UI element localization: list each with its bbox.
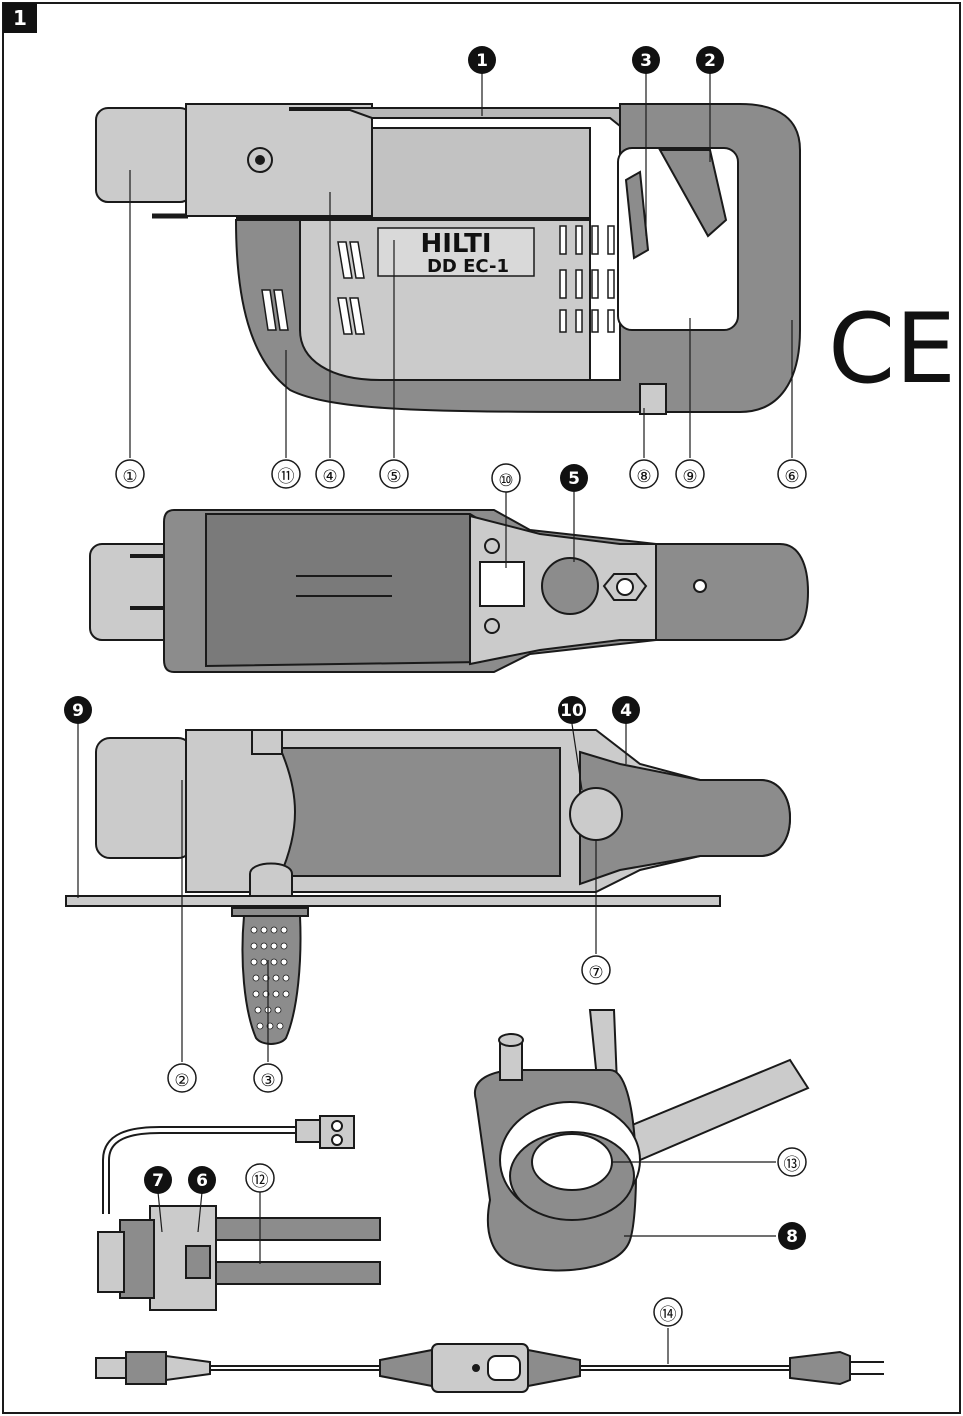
- callout-c5: ⑤: [386, 467, 401, 487]
- callout-c3: ③: [260, 1071, 275, 1091]
- base-plate: [65, 895, 721, 907]
- ce-mark: CE: [828, 293, 956, 405]
- model-name: DD EC-1: [427, 256, 509, 277]
- callout-c6: ⑥: [784, 467, 799, 487]
- figure-number: 1: [13, 6, 27, 30]
- side-handle-grip-dots: [250, 926, 290, 1030]
- callout-f9: 9: [72, 701, 84, 721]
- logo-plate: [377, 227, 535, 277]
- callout-f7: 7: [152, 1171, 164, 1191]
- callout-c2: ②: [174, 1071, 189, 1091]
- bottom-view-drill: [65, 729, 792, 1045]
- gearbox-housing: [185, 103, 373, 217]
- callout-c9: ⑨: [682, 467, 697, 487]
- motor-housing: [235, 127, 591, 219]
- side-view-drill: [95, 103, 801, 415]
- carry-handle: [289, 107, 621, 129]
- water-supply-accessory: [97, 1115, 381, 1311]
- trigger-switch: [658, 149, 728, 238]
- callout-f8: 8: [786, 1227, 798, 1247]
- vent-slots-left: [261, 241, 365, 335]
- vent-slots-right: [559, 225, 615, 333]
- callout-c11: ⑪: [278, 467, 295, 487]
- callout-c7: ⑦: [588, 963, 603, 983]
- callout-f1: 1: [476, 51, 488, 71]
- power-cable-prcd: [95, 1343, 884, 1393]
- filled-callouts: [64, 46, 806, 1250]
- callout-c4: ④: [322, 467, 337, 487]
- top-view-drill: [89, 509, 810, 673]
- brand-logo: HILTI: [420, 229, 491, 259]
- callout-f5: 5: [568, 469, 580, 489]
- callout-f4: 4: [620, 701, 632, 721]
- callout-c13: ⑬: [784, 1155, 801, 1175]
- callout-c1: ①: [122, 467, 137, 487]
- callout-c10: ⑩: [498, 471, 513, 491]
- callout-c14: ⑭: [660, 1305, 677, 1325]
- water-collector-accessory: [473, 1009, 810, 1272]
- callout-f2: 2: [704, 51, 716, 71]
- callout-c8: ⑧: [636, 467, 651, 487]
- bottom-round-button: [569, 787, 623, 841]
- circled-callouts: [115, 459, 807, 1327]
- callout-f3: 3: [640, 51, 652, 71]
- callout-f10: 10: [560, 701, 584, 721]
- drill-spindle-end: [95, 107, 193, 203]
- callout-f6: 6: [196, 1171, 208, 1191]
- callout-c12: ⑫: [252, 1171, 269, 1191]
- figure-number-badge: [3, 3, 37, 33]
